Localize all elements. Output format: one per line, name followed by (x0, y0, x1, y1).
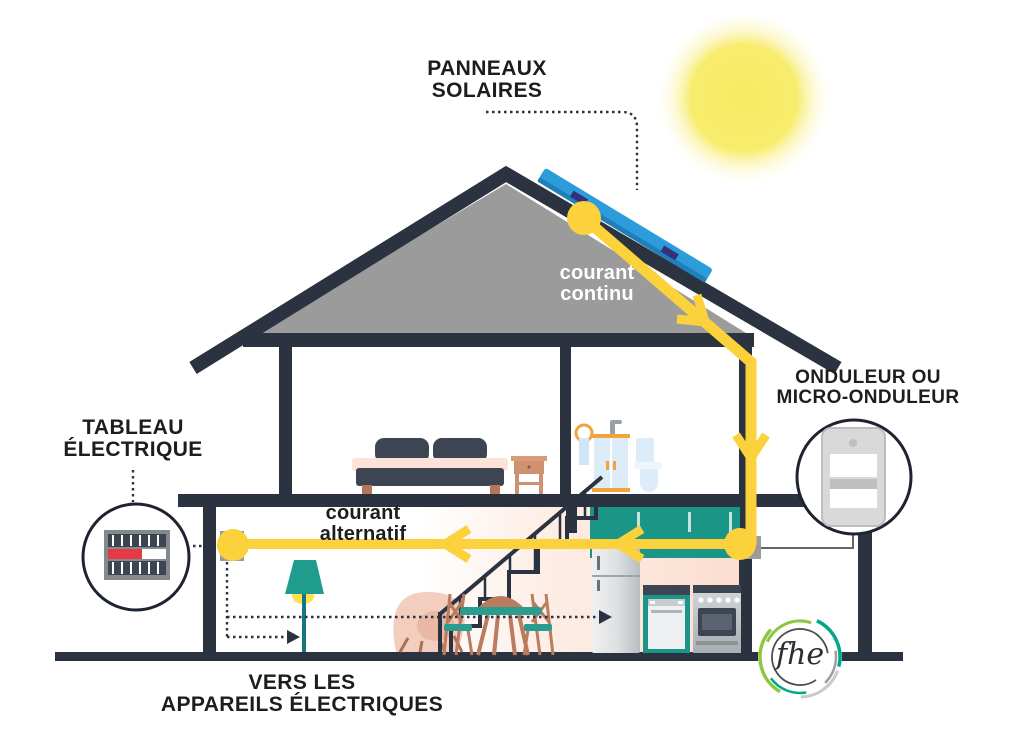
inverter-wall-link (761, 534, 854, 549)
node-panel (567, 201, 601, 235)
dining-set (442, 593, 555, 656)
label-electrical-panel: TABLEAU ÉLECTRIQUE (33, 416, 233, 462)
electrical-panel-callout (81, 502, 191, 612)
label-dc-line2: continu (560, 283, 634, 305)
fhe-logo (758, 615, 842, 699)
fhe-logo-text: fhe (776, 637, 825, 672)
attic-slab (243, 333, 754, 347)
ground-line (55, 652, 903, 661)
fridge (592, 548, 640, 653)
dotted-arrowhead-lamp (287, 630, 300, 644)
dishwasher (643, 585, 690, 653)
bathroom-fixtures (574, 420, 662, 492)
node-panel-junction (217, 529, 249, 561)
label-to-appliances-line1: VERS LES (248, 671, 356, 694)
label-ac-current: courant alternatif (283, 503, 443, 545)
floor-lamp (285, 560, 324, 652)
house-structure (55, 165, 903, 661)
nightstand (511, 456, 547, 494)
label-electrical-panel-line1: TABLEAU (82, 416, 184, 439)
node-inverter-junction (724, 528, 756, 560)
bed (352, 438, 508, 494)
dc-line (580, 213, 757, 545)
dotted-connectors (131, 110, 639, 639)
attic-fill (248, 184, 754, 338)
upper-left-wall (279, 347, 292, 495)
bedroom-divider-wall (560, 347, 571, 495)
label-electrical-panel-line2: ÉLECTRIQUE (63, 438, 203, 462)
arrow-ac-left-1 (609, 525, 645, 563)
label-solar-panels: PANNEAUX SOLAIRES (337, 57, 637, 103)
annex-right-wall (858, 507, 872, 654)
toilet (634, 438, 662, 492)
dining-table (460, 596, 542, 656)
arrow-dc-down (732, 432, 770, 467)
label-inverter-line1: ONDULEUR OU (795, 367, 941, 388)
ground-left-wall (203, 507, 216, 654)
oven (693, 585, 741, 653)
vanity-top (592, 434, 630, 438)
label-to-appliances: VERS LES APPAREILS ÉLECTRIQUES (122, 671, 482, 717)
label-ac-line2: alternatif (319, 523, 407, 545)
towel (579, 438, 589, 465)
label-inverter: ONDULEUR OU MICRO-ONDULEUR (743, 368, 993, 408)
stair-steps (449, 507, 598, 653)
inverter-callout (795, 418, 913, 536)
arrow-ac-left-2 (436, 525, 472, 563)
roof-beams (189, 165, 842, 375)
sun (658, 12, 830, 184)
floor-slab (178, 494, 872, 507)
label-solar-panels-line1: PANNEAUX (427, 57, 547, 80)
label-to-appliances-line2: APPAREILS ÉLECTRIQUES (160, 693, 444, 717)
label-ac-line1: courant (325, 502, 401, 524)
dotted-arrowhead-fridge (599, 610, 612, 624)
energy-path (233, 213, 770, 563)
arrow-dc-diagonal (676, 293, 712, 328)
label-dc-line1: courant (559, 262, 635, 284)
label-inverter-line2: MICRO-ONDULEUR (776, 386, 960, 408)
label-solar-panels-line2: SOLAIRES (431, 79, 543, 103)
label-dc-current: courant continu (517, 263, 677, 305)
